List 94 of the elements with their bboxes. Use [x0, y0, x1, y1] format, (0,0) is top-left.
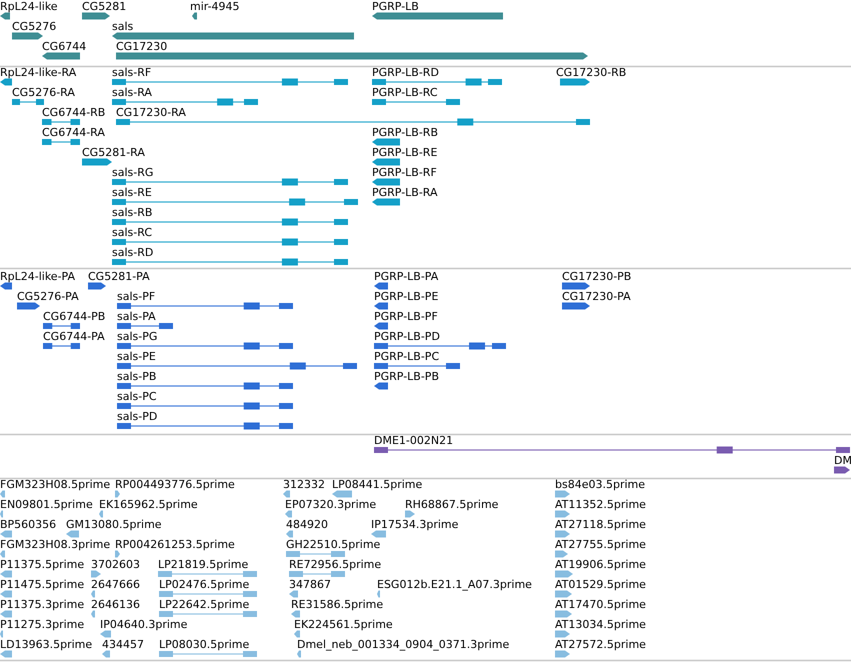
feature-label: EP07320.3prime	[285, 498, 376, 511]
feature-label: sals-PB	[117, 370, 156, 383]
feature-label: CG6744-RB	[42, 106, 106, 119]
feature-label: PGRP-LB-RD	[372, 66, 439, 79]
feature-label: CG17230-RA	[116, 106, 186, 119]
feature-label: RpL24-like	[0, 0, 58, 13]
feature-label: CG6744-PB	[43, 310, 106, 323]
feature-label: AT27755.5prime	[555, 538, 646, 551]
feature-label: LP08030.5prime	[159, 638, 250, 651]
feature-label: 2646136	[91, 598, 140, 611]
feature-label: GH22510.5prime	[286, 538, 380, 551]
feature-label: IP04640.3prime	[100, 618, 188, 631]
feature-label: DM	[834, 454, 851, 467]
feature-label: sals-PD	[117, 410, 158, 423]
feature-label: CG5281	[82, 0, 126, 13]
feature-label: mir-4945	[190, 0, 240, 13]
feature-label: CG17230	[116, 40, 168, 53]
feature-label: ESG012b.E21.1_A07.3prime	[377, 578, 532, 591]
feature-label: 2647666	[91, 578, 140, 591]
feature-label: sals-RC	[112, 226, 152, 239]
feature-label: DME1-002N21	[374, 434, 454, 447]
feature-label: CG17230-PA	[562, 290, 631, 303]
feature-label: PGRP-LB-PF	[374, 310, 438, 323]
feature-label: CG6744	[42, 40, 86, 53]
feature-label: EK165962.5prime	[99, 498, 198, 511]
feature-label: sals-RF	[112, 66, 152, 79]
feature-label: RpL24-like-RA	[0, 66, 76, 79]
feature-label: sals-RA	[112, 86, 152, 99]
feature-label: RpL24-like-PA	[0, 270, 76, 283]
feature-label: sals-RE	[112, 186, 152, 199]
feature-label: BP560356	[0, 518, 56, 531]
feature-label: 434457	[102, 638, 144, 651]
feature-label: CG6744-RA	[42, 126, 105, 139]
feature-label: LP02476.5prime	[159, 578, 250, 591]
feature-label: AT27572.5prime	[555, 638, 646, 651]
feature-label: RP004261253.5prime	[115, 538, 235, 551]
feature-label: PGRP-LB-RE	[372, 146, 438, 159]
feature-label: EK224561.5prime	[294, 618, 393, 631]
feature-label: PGRP-LB-PD	[374, 330, 440, 343]
feature-label: CG6744-PA	[43, 330, 105, 343]
feature-label: PGRP-LB-PA	[374, 270, 438, 283]
feature-label: CG17230-PB	[562, 270, 632, 283]
feature-label: PGRP-LB-RF	[372, 166, 437, 179]
feature-label: sals-RB	[112, 206, 152, 219]
feature-label: AT27118.5prime	[555, 518, 646, 531]
feature-label: P11375.3prime	[0, 598, 84, 611]
feature-label: FGM323H08.3prime	[0, 538, 110, 551]
feature-label: bs84e03.5prime	[555, 478, 646, 491]
feature-label: AT19906.5prime	[555, 558, 646, 571]
feature-label: GM13080.5prime	[66, 518, 162, 531]
feature-label: RP004493776.5prime	[115, 478, 235, 491]
feature-label: Dmel_neb_001334_0904_0371.3prime	[297, 638, 510, 651]
feature-label: LP08441.5prime	[332, 478, 422, 491]
feature-label: PGRP-LB-RC	[372, 86, 438, 99]
feature-label: CG5276-RA	[12, 86, 75, 99]
feature-label: 312332	[283, 478, 325, 491]
feature-label: EN09801.5prime	[0, 498, 93, 511]
feature-label: FGM323H08.5prime	[0, 478, 110, 491]
feature-label: CG17230-RB	[556, 66, 626, 79]
feature-label: CG5281-RA	[82, 146, 145, 159]
feature-label: CG5276-PA	[17, 290, 79, 303]
feature-label: PGRP-LB-PC	[374, 350, 440, 363]
feature-label: RE72956.5prime	[289, 558, 382, 571]
feature-label: CG5281-PA	[88, 270, 150, 283]
feature-label: 347867	[289, 578, 331, 591]
feature-label: PGRP-LB-PE	[374, 290, 438, 303]
feature-label: 484920	[286, 518, 328, 531]
feature-label: PGRP-LB-PB	[374, 370, 439, 383]
feature-label: sals-PC	[117, 390, 157, 403]
feature-label: P11375.5prime	[0, 558, 84, 571]
feature-label: sals-PA	[117, 310, 156, 323]
feature-label: PGRP-LB	[372, 0, 419, 13]
feature-label: RE31586.5prime	[291, 598, 384, 611]
feature-label: CG5276	[12, 20, 56, 33]
feature-label: sals	[112, 20, 134, 33]
feature-label: IP17534.3prime	[371, 518, 458, 531]
feature-label: 3702603	[91, 558, 140, 571]
feature-label: sals-RG	[112, 166, 154, 179]
feature-label: RH68867.5prime	[405, 498, 498, 511]
feature-label: P11475.5prime	[0, 578, 84, 591]
feature-label: P11275.3prime	[0, 618, 84, 631]
feature-label: LD13963.5prime	[0, 638, 92, 651]
feature-label: PGRP-LB-RB	[372, 126, 438, 139]
feature-label: AT01529.5prime	[555, 578, 646, 591]
feature-label: AT11352.5prime	[555, 498, 646, 511]
feature-label: AT17470.5prime	[555, 598, 646, 611]
feature-label: AT13034.5prime	[555, 618, 646, 631]
feature-label: sals-PE	[117, 350, 156, 363]
feature-label: sals-RD	[112, 246, 154, 259]
feature-label: LP21819.5prime	[158, 558, 248, 571]
feature-label: sals-PG	[117, 330, 158, 343]
feature-label: PGRP-LB-RA	[372, 186, 438, 199]
feature-label: LP22642.5prime	[159, 598, 250, 611]
feature-label: sals-PF	[117, 290, 156, 303]
